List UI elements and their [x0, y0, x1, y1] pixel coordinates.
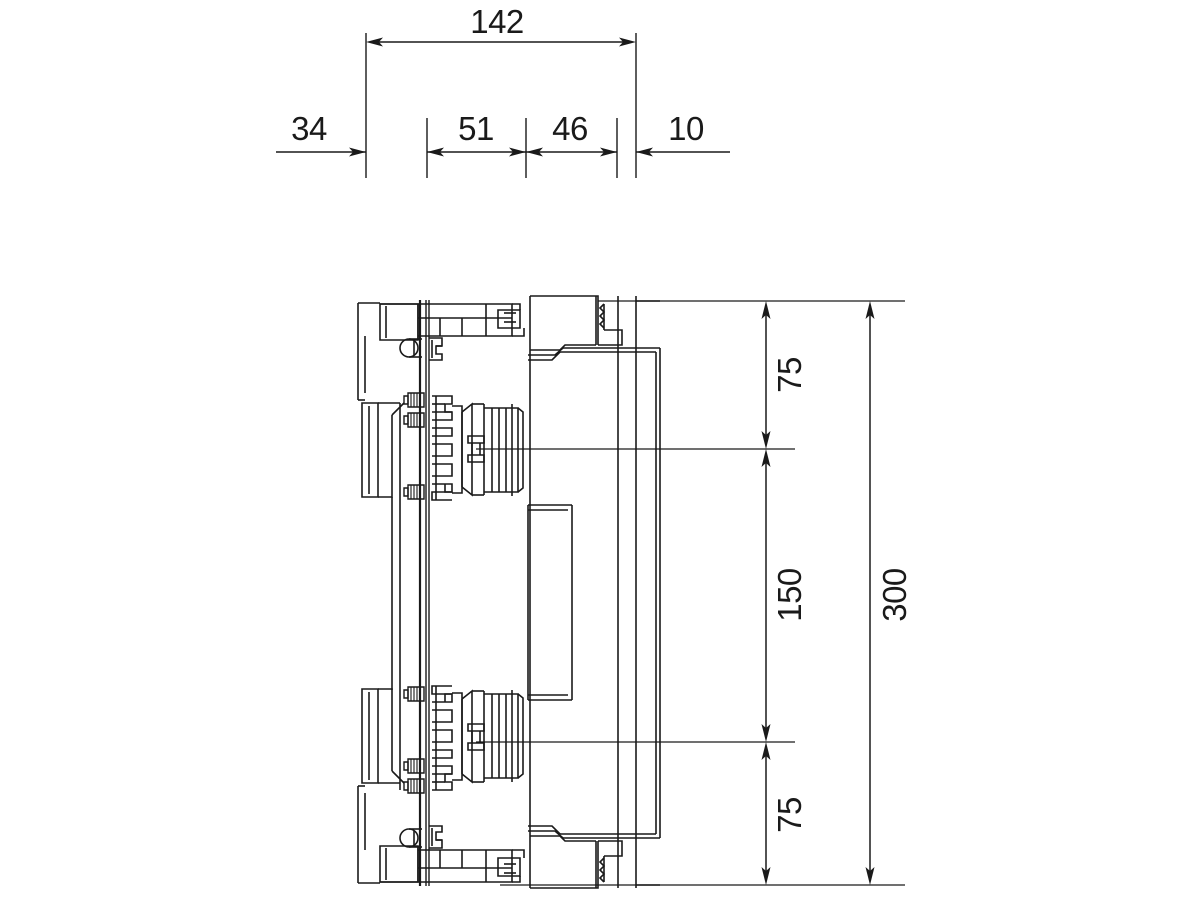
dimension-142: 142	[366, 3, 636, 47]
dimension-300: 300	[865, 301, 913, 885]
mounting-plate	[418, 300, 430, 886]
bottom-mounting-foot	[379, 845, 525, 883]
top-mounting-foot	[379, 303, 525, 341]
arrow-up-300	[865, 301, 875, 319]
reference-lines	[476, 300, 905, 886]
main-housing-shell	[527, 295, 661, 889]
arrow-left-51	[427, 147, 444, 157]
lower-connector-module	[403, 685, 524, 794]
arrow-left-142	[366, 37, 383, 47]
dimension-label-46: 46	[552, 110, 588, 147]
dimension-label-300: 300	[876, 568, 913, 622]
extension-lines-vertical	[365, 33, 637, 178]
left-back-bracket	[357, 302, 405, 884]
dimension-label-10: 10	[668, 110, 704, 147]
dimension-row-horizontal: 34 51 46 10	[276, 110, 730, 157]
arrow-down-150	[761, 724, 771, 742]
arrow-left-10	[636, 147, 653, 157]
dimension-label-150: 150	[771, 568, 808, 622]
dimension-150: 150	[761, 449, 808, 742]
arrow-down-300	[865, 867, 875, 885]
arrow-right-51	[509, 147, 526, 157]
arrow-up-75-bottom	[761, 742, 771, 760]
assembly-geometry	[357, 295, 661, 889]
dimension-label-75-top: 75	[771, 357, 808, 393]
arrow-right-46	[600, 147, 617, 157]
lower-screw-studs	[403, 686, 425, 794]
dimension-label-142: 142	[470, 3, 524, 40]
arrow-down-75-bottom	[761, 867, 771, 885]
arrow-down-75-top	[761, 431, 771, 449]
dimension-label-34: 34	[291, 110, 327, 147]
arrow-right-142	[619, 37, 636, 47]
upper-screw-studs	[403, 392, 425, 500]
dimension-75-bottom: 75	[761, 742, 808, 885]
arrow-right-34	[349, 147, 366, 157]
dimension-label-51: 51	[458, 110, 494, 147]
bottom-hinge-pivot	[399, 825, 443, 849]
upper-connector-module	[403, 392, 524, 501]
arrow-up-75-top	[761, 301, 771, 319]
dimension-75-top: 75	[761, 301, 808, 449]
top-hinge-pivot	[399, 337, 443, 361]
dimension-label-75-bottom: 75	[771, 797, 808, 833]
arrow-up-150	[761, 449, 771, 467]
arrow-left-46	[526, 147, 543, 157]
